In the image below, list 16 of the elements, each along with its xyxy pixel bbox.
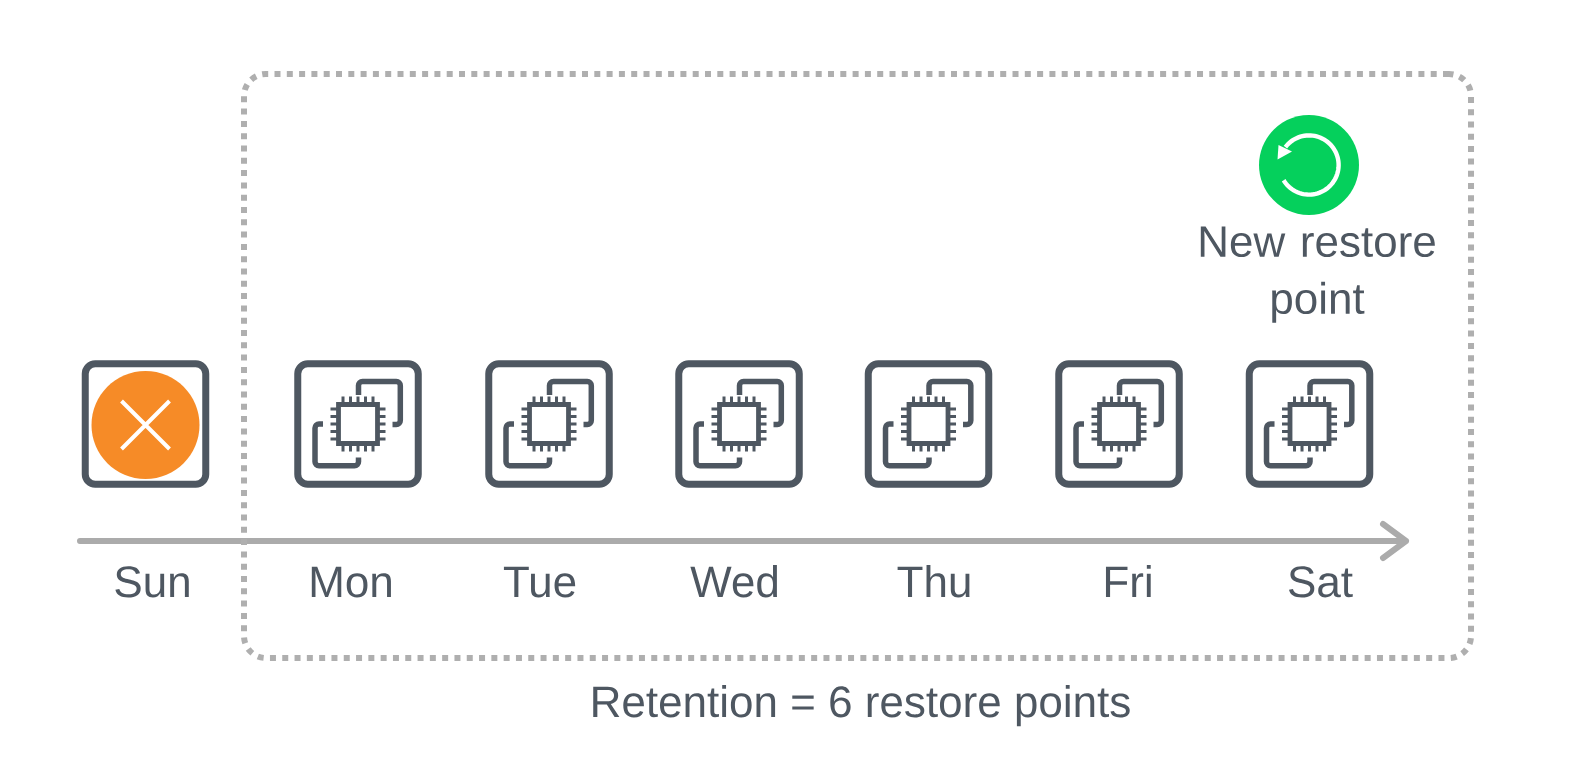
icon-box — [81, 360, 210, 488]
icon-box — [675, 360, 803, 488]
frame-caption: Retention = 6 restore points — [593, 685, 1130, 727]
icon-box — [294, 360, 422, 488]
day-label: Sat — [1289, 566, 1353, 598]
icon-box — [485, 360, 613, 488]
day-label: Thu — [897, 565, 970, 598]
icon-box — [1245, 360, 1374, 488]
icon-box — [1055, 360, 1183, 488]
icon-label: New restore point — [1200, 226, 1435, 323]
day-label: Sun — [115, 566, 189, 598]
day-label: Tue — [503, 566, 576, 598]
day-label: Wed — [690, 565, 777, 598]
day-label: Fri — [1105, 565, 1151, 597]
icon-box — [864, 360, 993, 488]
day-label: Mon — [311, 566, 391, 598]
